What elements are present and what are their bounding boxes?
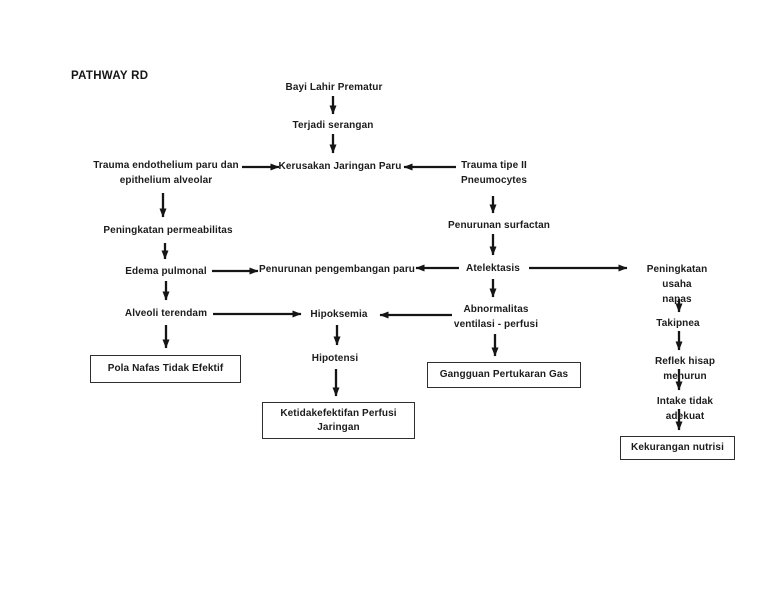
node-kerusakan-jaringan-paru: Kerusakan Jaringan Paru xyxy=(278,161,402,172)
node-abnormalitas-ventilasi-perfusi: Abnormalitas ventilasi - perfusi xyxy=(453,304,539,330)
node-atelektasis: Atelektasis xyxy=(466,263,520,274)
node-peningkatan-permeabilitas: Peningkatan permeabilitas xyxy=(103,225,233,236)
node-edema-pulmonal: Edema pulmonal xyxy=(125,266,207,277)
box-kekurangan-nutrisi: Kekurangan nutrisi xyxy=(620,436,735,460)
node-bayi-lahir-prematur: Bayi Lahir Prematur xyxy=(285,82,383,93)
node-hipoksemia: Hipoksemia xyxy=(310,309,368,320)
node-trauma-endothelium: Trauma endothelium paru dan epithelium a… xyxy=(93,160,239,186)
node-takipnea: Takipnea xyxy=(656,318,700,329)
page-title: PATHWAY RD xyxy=(71,70,149,82)
node-trauma-tipe2-pneumocytes: Trauma tipe II Pneumocytes xyxy=(460,160,528,186)
node-terjadi-serangan: Terjadi serangan xyxy=(292,120,374,131)
node-alveoli-terendam: Alveoli terendam xyxy=(124,308,208,319)
node-penurunan-surfactan: Penurunan surfactan xyxy=(448,220,550,231)
node-penurunan-pengembangan-paru: Penurunan pengembangan paru xyxy=(258,264,416,275)
node-intake-tidak-adekuat: Intake tidak adekuat xyxy=(656,396,714,422)
node-reflek-hisap-menurun: Reflek hisap menurun xyxy=(654,356,716,382)
box-ketidakefektifan-perfusi-jaringan: Ketidakefektifan Perfusi Jaringan xyxy=(262,402,415,439)
node-peningkatan-usaha-napas: Peningkatan usaha napas xyxy=(646,264,708,305)
box-pola-nafas-tidak-efektif: Pola Nafas Tidak Efektif xyxy=(90,355,241,383)
node-hipotensi: Hipotensi xyxy=(311,353,359,364)
box-gangguan-pertukaran-gas: Gangguan Pertukaran Gas xyxy=(427,362,581,388)
